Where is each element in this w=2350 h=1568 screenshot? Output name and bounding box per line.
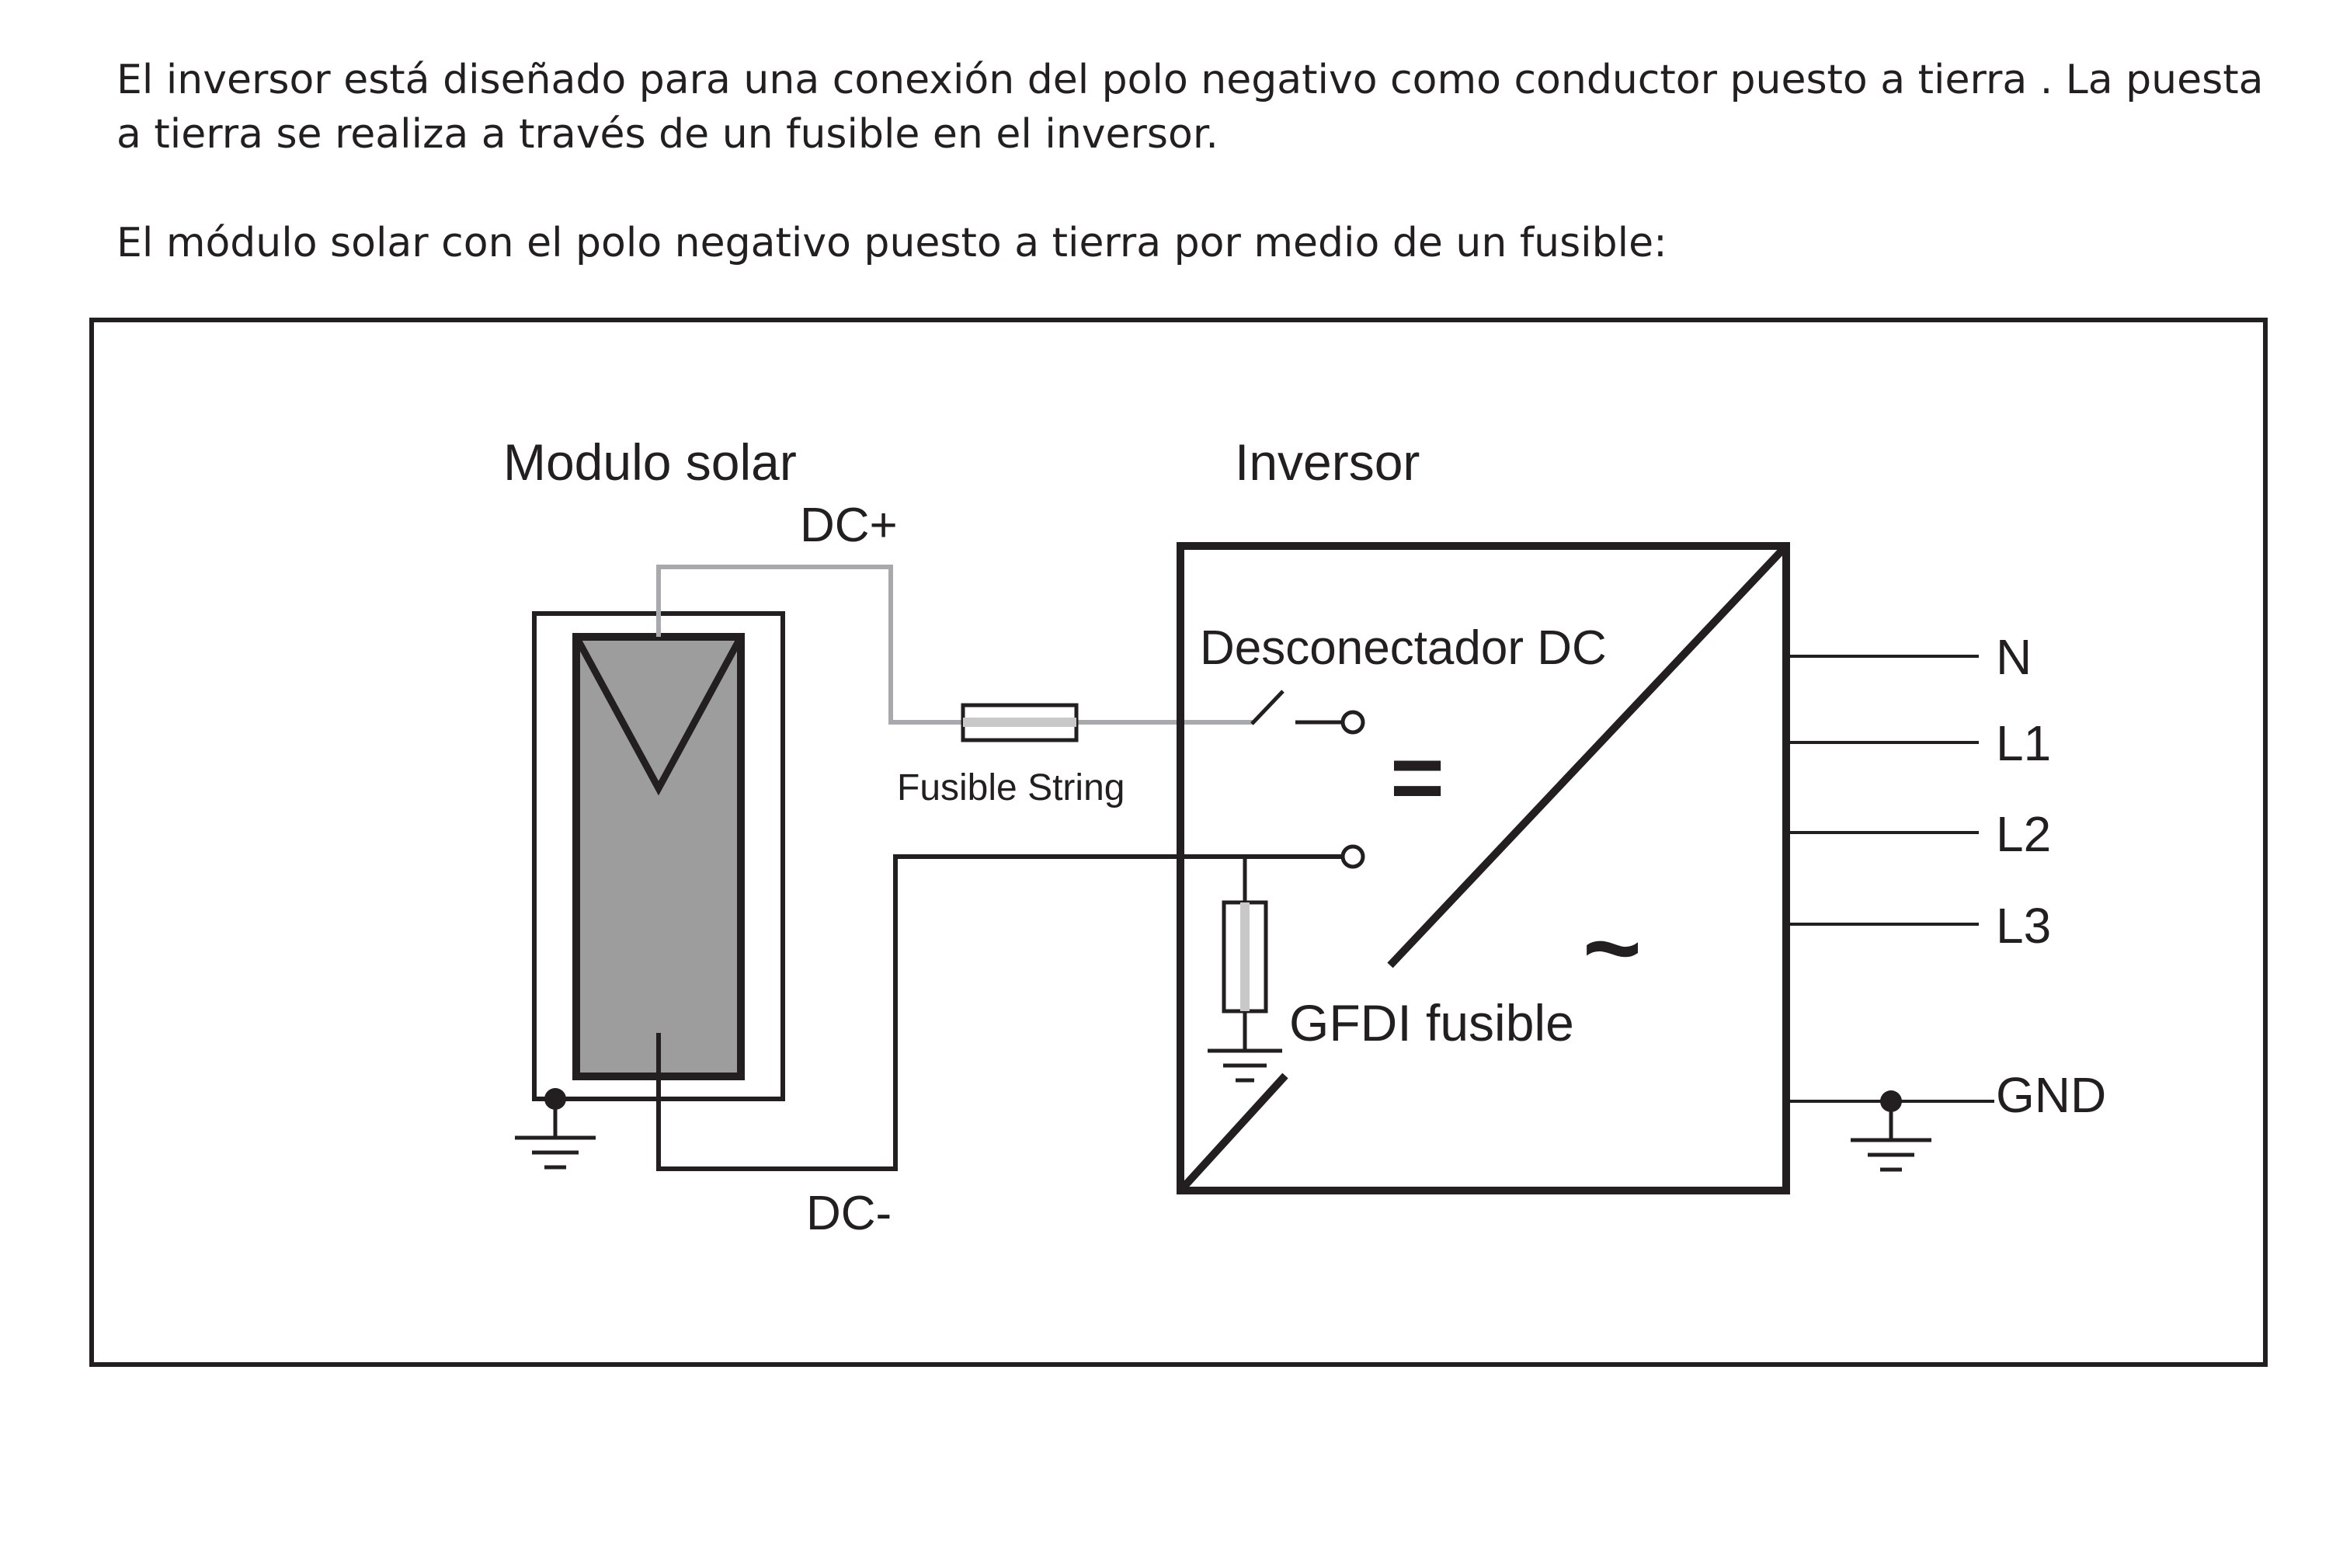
inverter-label: Inversor	[1235, 433, 1420, 491]
gfdi-ground-icon	[1208, 1048, 1282, 1083]
dc-minus-label: DC-	[806, 1187, 892, 1240]
ground-label: GND	[1996, 1067, 2106, 1123]
string-fuse-icon	[961, 703, 1079, 742]
dc-positive-wire	[656, 565, 963, 725]
gfdi-fuse-label: GFDI fusible	[1289, 994, 1574, 1052]
dc-disconnect-label: Desconectador DC	[1200, 621, 1607, 675]
diagram-frame	[89, 318, 2268, 1367]
ac-output-lines	[1786, 655, 1994, 1103]
intro-text: El inversor está diseñado para una conex…	[116, 53, 2291, 270]
module-label: Modulo solar	[503, 433, 797, 491]
module-ground-icon	[515, 1088, 596, 1170]
dc-disconnect-switch-icon	[1250, 690, 1365, 735]
dc-negative-wire	[656, 854, 1344, 1171]
intro-paragraph-2: El módulo solar con el polo negativo pue…	[116, 220, 1667, 266]
gfdi-fuse-icon	[1222, 857, 1268, 1051]
intro-paragraph-1: El inversor está diseñado para una conex…	[116, 57, 2264, 158]
output-label-l2: L2	[1996, 806, 2051, 862]
output-label-l3: L3	[1996, 898, 2051, 954]
output-label-l1: L1	[1996, 715, 2051, 771]
inverter-box	[1177, 542, 1790, 1194]
dc-side-symbol: =	[1390, 725, 1444, 829]
diode-symbol-icon	[573, 635, 744, 796]
dc-plus-label: DC+	[800, 499, 898, 552]
string-fuse-label: Fusible String	[897, 767, 1125, 808]
dc-negative-terminal-icon	[1340, 844, 1365, 869]
inverter-ground-icon	[1851, 1090, 1931, 1172]
output-label-n: N	[1996, 629, 2032, 685]
solar-module	[532, 611, 785, 1101]
ac-side-symbol: ~	[1583, 891, 1642, 1004]
